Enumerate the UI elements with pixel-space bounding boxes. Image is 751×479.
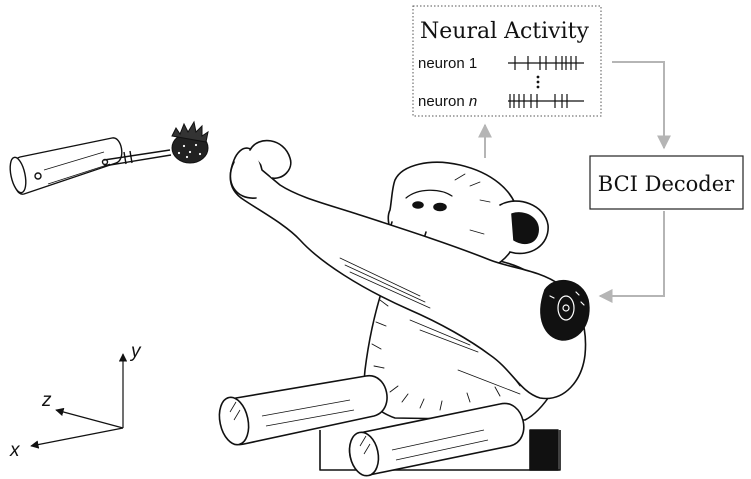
neuron-n-variable: n xyxy=(469,93,477,110)
y-axis-label: y xyxy=(129,341,142,362)
neural-activity-panel: Neural Activity neuron 1 neuron n xyxy=(413,6,601,116)
monkey-illustration xyxy=(230,141,589,420)
bci-decoder-label: BCI Decoder xyxy=(598,172,735,196)
ellipsis-dots xyxy=(537,76,540,89)
neural-activity-title: Neural Activity xyxy=(420,19,589,44)
x-axis-label: x xyxy=(9,440,21,461)
neuron-n-prefix: neuron xyxy=(418,93,469,110)
x-axis xyxy=(31,428,123,446)
arrow-activity-to-decoder xyxy=(612,62,664,148)
monkey-eye-left xyxy=(413,202,423,208)
strawberry-icon xyxy=(172,122,208,163)
monkey-eye-right xyxy=(434,204,446,211)
z-axis xyxy=(56,410,123,428)
z-axis-label: z xyxy=(41,390,52,411)
arrow-decoder-to-arm xyxy=(600,211,664,296)
chair-bracket-shadow xyxy=(530,430,558,470)
food-target-device xyxy=(7,138,171,194)
neuron-1-label: neuron 1 xyxy=(418,55,477,72)
neuron-n-label: neuron n xyxy=(418,93,477,110)
bci-decoder-panel: BCI Decoder xyxy=(590,156,743,209)
